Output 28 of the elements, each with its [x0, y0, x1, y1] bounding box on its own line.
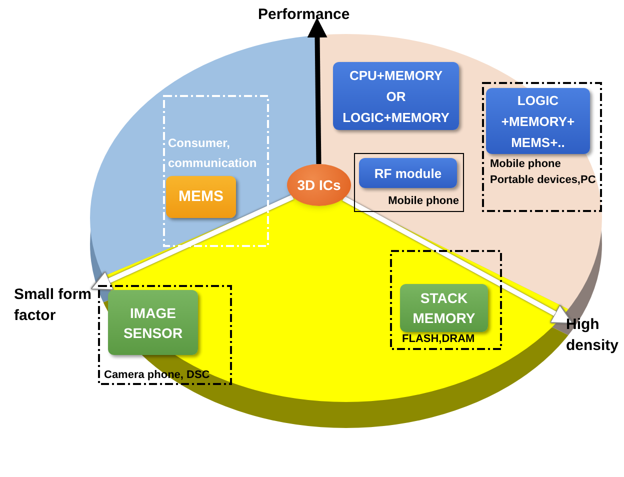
- axis-label: Performance: [258, 4, 351, 24]
- application-box: [108, 290, 198, 355]
- application-box: [166, 176, 236, 218]
- dash-dot-group: [482, 82, 602, 212]
- node-label: 3D ICs: [297, 176, 341, 194]
- dash-dot-group: [163, 95, 269, 247]
- dash-dot-group: [98, 285, 232, 385]
- axis-label: High density: [566, 315, 620, 356]
- node-label: IMAGE SENSOR: [122, 304, 184, 342]
- node-label: LOGIC +MEMORY+ MEMS+..: [500, 92, 576, 152]
- arrow: [307, 18, 328, 164]
- arrow: [90, 194, 294, 290]
- node-label: Consumer, communication: [168, 135, 258, 172]
- application-box: [359, 158, 457, 188]
- application-box: [333, 62, 459, 130]
- node-label: MEMS: [178, 186, 224, 207]
- axis-label: Small form factor: [14, 285, 93, 326]
- dash-dot-group: [390, 250, 502, 350]
- application-box: [486, 88, 590, 154]
- outlined-group: [354, 153, 464, 212]
- caption-text: Portable devices,PC: [490, 173, 596, 188]
- application-box: [400, 284, 488, 332]
- caption-text: FLASH,DRAM: [402, 332, 475, 347]
- node-label: Mobile phone: [388, 194, 459, 208]
- caption-text: Mobile phone: [490, 157, 562, 172]
- node-label: RF module: [374, 164, 442, 182]
- node-label: CPU+MEMORY OR LOGIC+MEMORY: [342, 66, 450, 126]
- node-label: STACK MEMORY: [412, 289, 476, 328]
